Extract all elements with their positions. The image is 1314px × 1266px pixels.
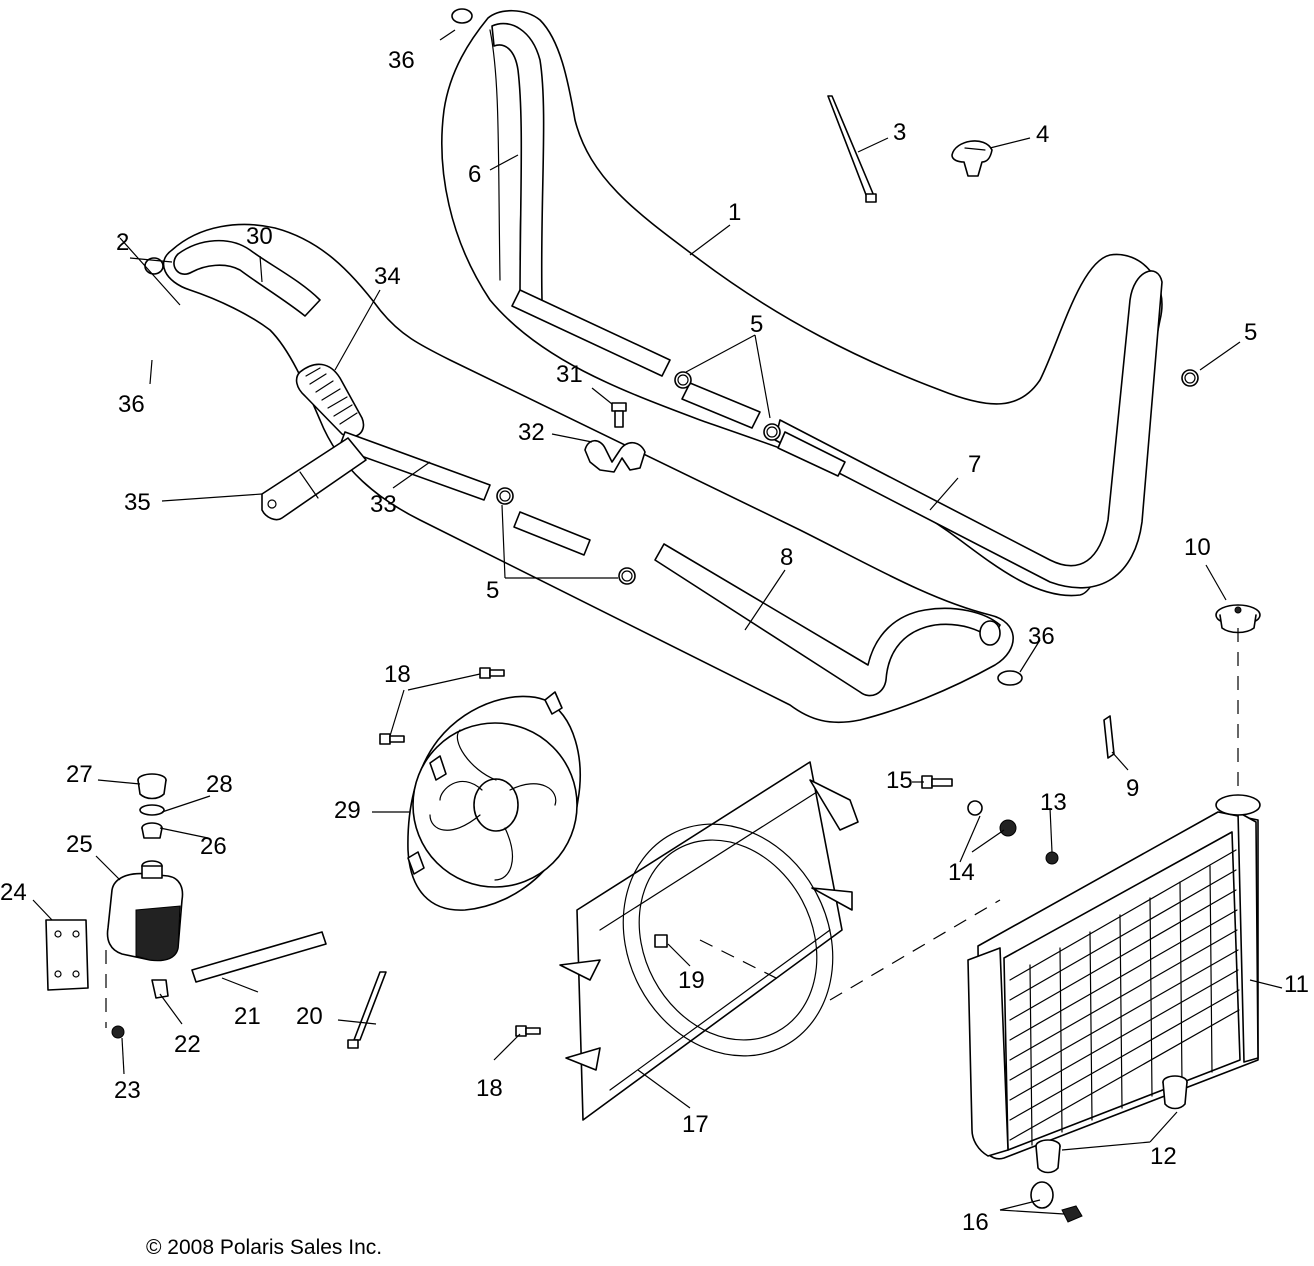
push-rivet-4 xyxy=(951,140,993,177)
callout-25: 25 xyxy=(66,831,93,858)
callout-34: 34 xyxy=(374,263,401,290)
callout-5-b: 5 xyxy=(1244,319,1257,346)
callout-5-c: 5 xyxy=(486,577,499,604)
callout-36-b: 36 xyxy=(118,391,145,418)
copyright-notice: © 2008 Polaris Sales Inc. xyxy=(146,1236,383,1259)
callout-32: 32 xyxy=(518,419,545,446)
callout-15: 15 xyxy=(886,767,913,794)
elbow-22 xyxy=(151,979,169,999)
bolt-18-a xyxy=(479,667,505,679)
clamp-36-a xyxy=(451,8,473,24)
bolt-18-c xyxy=(515,1025,541,1037)
shroud-17 xyxy=(559,761,859,1121)
pipe-7 xyxy=(774,270,1163,589)
callout-26: 26 xyxy=(200,833,227,860)
clamp-5-b xyxy=(763,423,781,441)
callout-24: 24 xyxy=(0,879,27,906)
nut-13 xyxy=(1045,851,1059,865)
callout-3: 3 xyxy=(893,119,906,146)
callout-8: 8 xyxy=(780,544,793,571)
bolt-18-b xyxy=(379,733,405,745)
callout-13: 13 xyxy=(1040,789,1067,816)
bracket-24 xyxy=(45,919,89,991)
callout-36-c: 36 xyxy=(1028,623,1055,650)
fan-assembly-29 xyxy=(407,691,581,911)
nut-14-b xyxy=(999,819,1017,837)
bracket-35 xyxy=(261,437,367,521)
bracket-32 xyxy=(584,439,646,473)
overflow-bottle-25 xyxy=(106,860,184,962)
clamp-5-d xyxy=(496,487,514,505)
hose-sleeve-upper xyxy=(511,289,846,477)
fitting-26 xyxy=(141,822,163,839)
callout-30: 30 xyxy=(246,223,273,250)
callout-9: 9 xyxy=(1126,775,1139,802)
callout-29: 29 xyxy=(334,797,361,824)
callout-5-a: 5 xyxy=(750,311,763,338)
callout-35: 35 xyxy=(124,489,151,516)
callout-labels: 1 2 3 4 5 5 5 6 7 8 9 10 11 12 13 14 15 … xyxy=(0,47,1309,1236)
callout-7: 7 xyxy=(968,451,981,478)
callout-23: 23 xyxy=(114,1077,141,1104)
callout-11: 11 xyxy=(1284,971,1309,998)
callout-28: 28 xyxy=(206,771,233,798)
grommet-12-b xyxy=(1035,1139,1061,1174)
bolt-31 xyxy=(611,402,627,428)
hose-8 xyxy=(654,543,1001,697)
callout-6: 6 xyxy=(468,161,481,188)
bolt-15 xyxy=(921,775,953,789)
callout-31: 31 xyxy=(556,361,583,388)
callout-36-a: 36 xyxy=(388,47,415,74)
assembly-line-fan xyxy=(699,899,1001,1001)
callout-27: 27 xyxy=(66,761,93,788)
callout-14: 14 xyxy=(948,859,975,886)
clamp-5-c xyxy=(1181,369,1199,387)
callout-4: 4 xyxy=(1036,121,1049,148)
clamp-5-a xyxy=(674,371,692,389)
callout-17: 17 xyxy=(682,1111,709,1138)
callout-16: 16 xyxy=(962,1209,989,1236)
nut-14-a xyxy=(967,800,983,816)
callout-22: 22 xyxy=(174,1031,201,1058)
callout-33: 33 xyxy=(370,491,397,518)
cable-tie-3 xyxy=(827,95,877,203)
callout-19: 19 xyxy=(678,967,705,994)
washer-28 xyxy=(139,804,165,816)
hose-33 xyxy=(338,431,591,556)
cable-tie-20 xyxy=(347,971,387,1049)
callout-21: 21 xyxy=(234,1003,261,1030)
callout-18-a: 18 xyxy=(384,661,411,688)
grommet-12-a xyxy=(1162,1075,1188,1110)
corrugated-hose-34 xyxy=(295,363,365,438)
callout-10: 10 xyxy=(1184,534,1211,561)
clamp-5-e xyxy=(618,567,636,585)
callout-20: 20 xyxy=(296,1003,323,1030)
elbow-hose-30 xyxy=(173,239,321,317)
callout-1: 1 xyxy=(728,199,741,226)
hose-21 xyxy=(191,931,327,983)
callout-2: 2 xyxy=(116,229,129,256)
callout-18-b: 18 xyxy=(476,1075,503,1102)
callout-12: 12 xyxy=(1150,1143,1177,1170)
leader-lines xyxy=(32,29,1283,1215)
bolt-23 xyxy=(111,1025,125,1039)
hose-assembly-2 xyxy=(162,223,1014,724)
clamp-36-c xyxy=(997,670,1023,686)
temperature-sensor-16 xyxy=(1030,1181,1083,1223)
radiator-11 xyxy=(967,794,1261,1160)
cap-27 xyxy=(137,773,167,800)
